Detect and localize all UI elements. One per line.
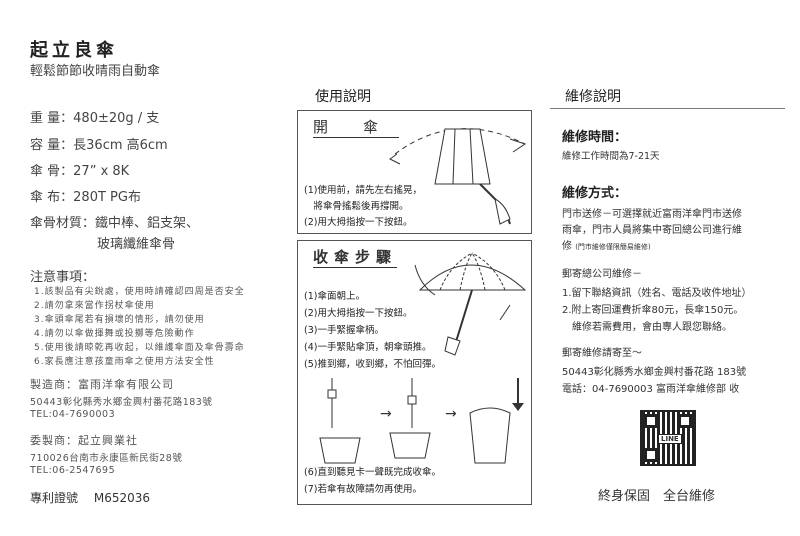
spec-fabric: 傘 布：280T PG布 (30, 190, 141, 205)
spec-ribs: 傘 骨：27” x 8K (30, 164, 130, 179)
maker-name: 製造商：富雨洋傘有限公司 (30, 378, 174, 391)
repair-send-address: 50443彰化縣秀水鄉金興村番花路 183號 (562, 367, 747, 378)
folding-steps-illustration: → → (319, 378, 524, 464)
note-item: 3.傘頭傘尾若有損壞的情形，請勿使用 (34, 315, 205, 325)
brand-title: 起立良傘 (30, 40, 118, 61)
spec-material: 傘骨材質：鐵中棒、鋁支架、 (30, 216, 200, 231)
spec-material-2: 玻璃纖維傘骨 (97, 237, 176, 252)
close-step: (5)推到鄉，收到鄉，不怕回彈。 (304, 359, 441, 370)
client-tel: TEL:06-2547695 (30, 465, 116, 476)
spec-size: 容 量：長36cm 高6cm (30, 138, 168, 153)
usage-heading: 使用說明 (315, 89, 371, 105)
repair-method-heading: 維修方式： (562, 186, 628, 201)
maker-tel: TEL:04-7690003 (30, 409, 116, 420)
close-step: (3)一手緊握傘柄。 (304, 325, 384, 336)
note-item: 4.請勿以傘做揮舞或投擲等危險動作 (34, 329, 195, 339)
repair-send-heading: 郵寄維修請寄至～ (562, 348, 642, 359)
close-step: (1)傘面朝上。 (304, 291, 365, 302)
repair-mail-line: 2.附上寄回運費折傘80元，長傘150元。 (562, 305, 744, 316)
note-item: 2.請勿拿來當作拐杖傘使用 (34, 301, 155, 311)
close-step: (6)直到聽見卡一聲既完成收傘。 (304, 467, 441, 478)
patent: 專利證號 M652036 (30, 491, 151, 505)
close-title: 收傘步驟 (313, 248, 398, 268)
open-step: 將傘骨搖鬆後再撐開。 (304, 201, 409, 212)
note-item: 6.家長應注意孩童雨傘之使用方法安全性 (34, 357, 215, 367)
umbrella-close-illustration (414, 252, 527, 356)
repair-method-line: 雨傘，門市人員將集中寄回總公司進行維 (562, 225, 742, 236)
maker-address: 50443彰化縣秀水鄉金興村番花路183號 (30, 397, 213, 408)
repair-method-line: 修 (門市維修僅限簡易維修) (562, 241, 651, 252)
repair-send-phone: 電話：04-7690003 富雨洋傘維修部 收 (562, 384, 740, 395)
close-step: (7)若傘有故障請勿再使用。 (304, 484, 422, 495)
brand-subtitle: 輕鬆節節收晴雨自動傘 (30, 64, 161, 79)
open-box (297, 110, 532, 234)
repair-mail-line: 維修若需費用，會由專人跟您聯絡。 (562, 322, 732, 333)
svg-text:→: → (445, 406, 457, 422)
repair-method-line: 門市送修－可選擇就近富雨洋傘門市送修 (562, 209, 742, 220)
repair-mail-heading: 郵寄總公司維修－ (562, 269, 642, 280)
repair-heading: 維修說明 (565, 89, 621, 105)
notes-heading: 注意事項： (30, 270, 96, 285)
close-step: (2)用大拇指按一下按鈕。 (304, 308, 413, 319)
open-step: (2)用大拇指按一下按鈕。 (304, 217, 413, 228)
open-title: 開 傘 (313, 116, 399, 138)
qr-line-label: LINE (658, 434, 682, 444)
open-step: (1)使用前，請先左右搖晃， (304, 185, 422, 196)
close-box (297, 240, 532, 505)
repair-time-text: 維修工作時間為7-21天 (562, 151, 660, 162)
note-item: 5.使用後請晾乾再收起，以維護傘面及傘骨壽命 (34, 343, 245, 353)
repair-mail-line: 1.留下聯絡資訊（姓名、電話及收件地址） (562, 288, 752, 299)
warranty-text: 終身保固 全台維修 (598, 489, 716, 504)
line-qr-code[interactable]: LINE (640, 410, 696, 466)
repair-time-heading: 維修時間： (562, 130, 628, 145)
spec-weight: 重 量：480±20g / 支 (30, 111, 160, 126)
note-item: 1.該製品有尖銳處，使用時請確認四周是否安全 (34, 287, 245, 297)
close-step: (4)一手緊貼傘頂，朝傘頭推。 (304, 342, 432, 353)
umbrella-open-illustration (389, 128, 527, 225)
client-name: 委製商：起立興業社 (30, 434, 138, 447)
svg-text:→: → (380, 406, 392, 422)
client-address: 710026台南市永康區新民街28號 (30, 453, 183, 464)
repair-divider (550, 108, 785, 109)
